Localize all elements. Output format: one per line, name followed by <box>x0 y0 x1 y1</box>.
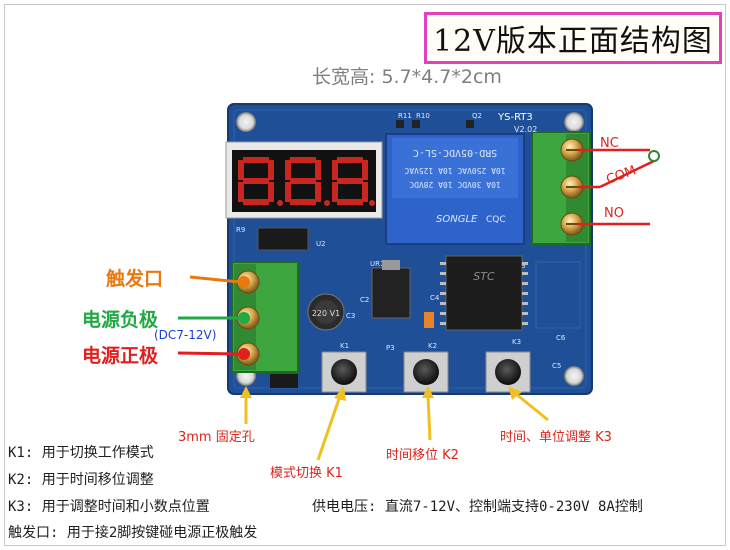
trigger-port-label: 触发口 <box>106 268 164 290</box>
svg-text:P3: P3 <box>386 344 395 352</box>
svg-text:C4: C4 <box>430 294 440 302</box>
push-button-k2-icon <box>403 351 449 393</box>
button-k2-label: 时间移位 K2 <box>386 448 459 463</box>
push-button-k1-icon <box>321 351 367 393</box>
button-k1-label: 模式切换 K1 <box>270 466 343 481</box>
svg-text:C6: C6 <box>556 334 566 342</box>
trigger-dot-icon <box>238 276 250 288</box>
svg-text:K1: K1 <box>340 342 349 350</box>
input-voltage-label: (DC7-12V) <box>154 328 217 342</box>
note-k3: K3: 用于调整时间和小数点位置 <box>8 499 210 515</box>
svg-text:R10: R10 <box>416 112 430 120</box>
svg-text:R9: R9 <box>236 226 245 234</box>
screw-terminal-icon <box>560 138 584 236</box>
mount-hole-label: 3mm 固定孔 <box>178 430 255 445</box>
svg-text:220 V1: 220 V1 <box>312 309 340 318</box>
svg-text:K2: K2 <box>428 342 437 350</box>
positive-dot-icon <box>238 348 250 360</box>
push-button-k3-icon <box>485 351 531 393</box>
svg-text:V2.02: V2.02 <box>514 125 537 134</box>
svg-text:10A 250VAC 10A 125VAC: 10A 250VAC 10A 125VAC <box>404 166 505 175</box>
svg-text:C5: C5 <box>552 362 561 370</box>
svg-text:UR1: UR1 <box>370 260 384 268</box>
svg-text:R11: R11 <box>398 112 412 120</box>
svg-text:CQC: CQC <box>486 215 506 225</box>
dimensions-label: 长宽高: 5.7*4.7*2cm <box>312 66 502 88</box>
svg-text:K3: K3 <box>512 338 521 346</box>
svg-text:Q2: Q2 <box>472 112 482 120</box>
svg-text:10A 30VDC 10A 28VDC: 10A 30VDC 10A 28VDC <box>409 180 501 189</box>
note-power-supply: 供电电压: 直流7-12V、控制端支持0-230V 8A控制 <box>312 499 643 515</box>
svg-text:STC: STC <box>473 270 495 283</box>
power-positive-label: 电源正极 <box>82 345 159 367</box>
button-k3-label: 时间、单位调整 K3 <box>500 430 612 445</box>
svg-text:C2: C2 <box>360 296 369 304</box>
negative-dot-icon <box>238 312 250 324</box>
note-trigger-port: 触发口: 用于接2脚按键碰电源正极触发 <box>8 525 258 541</box>
board-model-text: YS-RT3 <box>497 112 533 123</box>
switch-contact-icon <box>648 150 660 162</box>
svg-text:U2: U2 <box>316 240 326 248</box>
relay-brand-text: SONGLE <box>436 214 478 225</box>
microcontroller-chip <box>445 255 523 331</box>
terminal-label-nc: NC <box>600 136 619 151</box>
svg-text:C3: C3 <box>346 312 355 320</box>
optocoupler <box>257 227 309 251</box>
note-k1: K1: 用于切换工作模式 <box>8 445 154 461</box>
page-title: 12V版本正面结构图 <box>424 12 722 64</box>
terminal-label-no: NO <box>604 206 624 221</box>
power-negative-label: 电源负极 <box>82 309 159 331</box>
relay-model-text: SRD-05VDC-SL-C <box>413 147 497 158</box>
note-k2: K2: 用于时间移位调整 <box>8 472 154 488</box>
